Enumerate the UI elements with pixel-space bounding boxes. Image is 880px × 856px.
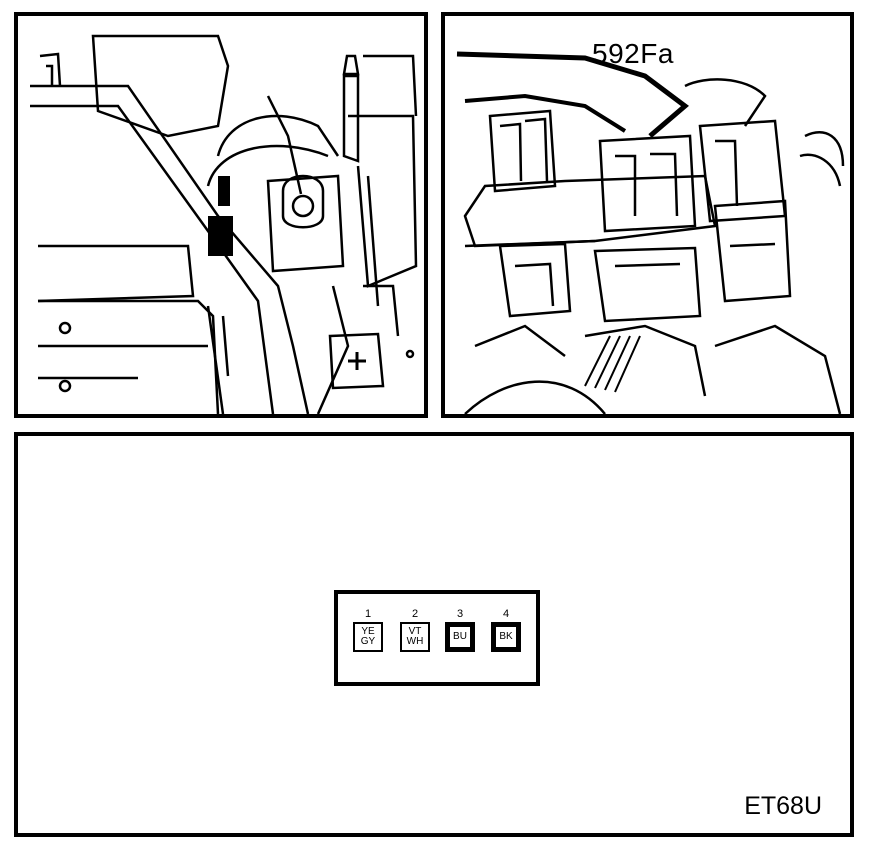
- pin-number: 1: [364, 608, 372, 620]
- pin-color-box: YE GY: [353, 622, 383, 652]
- pin-color-primary: VT: [408, 626, 422, 637]
- pin-number: 2: [411, 608, 419, 620]
- pin-4: 4 BK: [490, 608, 522, 652]
- pin-color-primary: BU: [453, 631, 467, 642]
- pin-color-secondary: GY: [360, 636, 376, 647]
- connector-face: 1 YE GY 2 VT WH 3 BU 4 BK: [334, 590, 540, 686]
- pin-1: 1 YE GY: [352, 608, 384, 652]
- engine-bay-illustration: [14, 12, 428, 418]
- pin-color-primary: BK: [499, 631, 513, 642]
- pin-color-box: BU: [445, 622, 475, 652]
- connector-closeup-drawing: [456, 51, 845, 414]
- component-callout-label: 592Fa: [592, 38, 674, 69]
- pin-3: 3 BU: [444, 608, 476, 652]
- pin-color-secondary: WH: [406, 636, 424, 647]
- connector-pinout-panel: 1 YE GY 2 VT WH 3 BU 4 BK ET68U: [14, 432, 854, 837]
- pin-color-box: BK: [491, 622, 521, 652]
- engine-bay-drawing: [30, 34, 418, 414]
- pin-number: 4: [502, 608, 510, 620]
- pin-number: 3: [456, 608, 464, 620]
- pin-color-primary: YE: [361, 626, 375, 637]
- pin-2: 2 VT WH: [399, 608, 431, 652]
- connector-closeup-illustration: 592Fa: [441, 12, 854, 418]
- document-code: ET68U: [744, 792, 822, 820]
- pin-color-box: VT WH: [400, 622, 430, 652]
